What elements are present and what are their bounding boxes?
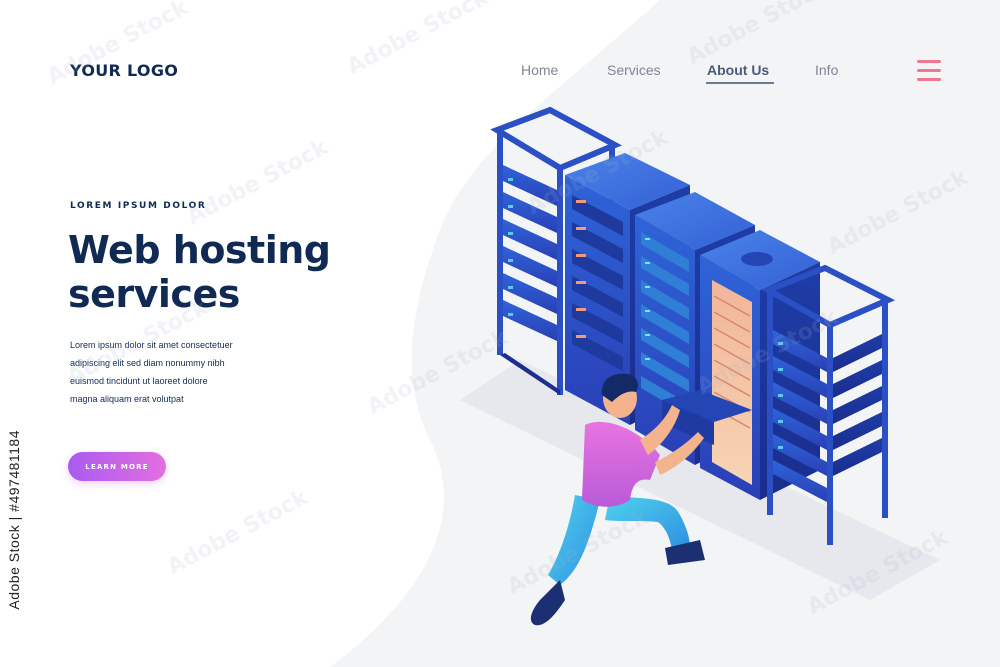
nav-about-us[interactable]: About Us bbox=[707, 62, 770, 78]
hero-description: Lorem ipsum dolor sit amet consectetuer … bbox=[70, 336, 233, 408]
hero-eyebrow: LOREM IPSUM DOLOR bbox=[70, 201, 207, 211]
nav-active-indicator bbox=[706, 82, 774, 84]
server-rack-5 bbox=[760, 264, 896, 545]
hero-title-line: services bbox=[68, 272, 240, 316]
technician-figure bbox=[530, 373, 705, 626]
hero-description-line: Lorem ipsum dolor sit amet consectetuer bbox=[70, 340, 233, 350]
hero-description-line: euismod tincidunt ut laoreet dolore bbox=[70, 376, 208, 386]
hero-title-line: Web hosting bbox=[68, 228, 331, 272]
nav-services[interactable]: Services bbox=[607, 62, 661, 78]
nav-home[interactable]: Home bbox=[521, 62, 559, 78]
hero-title: Web hosting services bbox=[68, 228, 331, 316]
stock-image-id: Adobe Stock | #497481184 bbox=[6, 430, 22, 610]
hero-description-line: adipiscing elit sed diam nonummy nibh bbox=[70, 358, 225, 368]
hamburger-icon[interactable] bbox=[917, 60, 941, 82]
nav-info[interactable]: Info bbox=[815, 62, 839, 78]
hero-description-line: magna aliquam erat volutpat bbox=[70, 394, 184, 404]
learn-more-button[interactable]: LEARN MORE bbox=[68, 452, 166, 481]
logo[interactable]: YOUR LOGO bbox=[70, 61, 179, 80]
